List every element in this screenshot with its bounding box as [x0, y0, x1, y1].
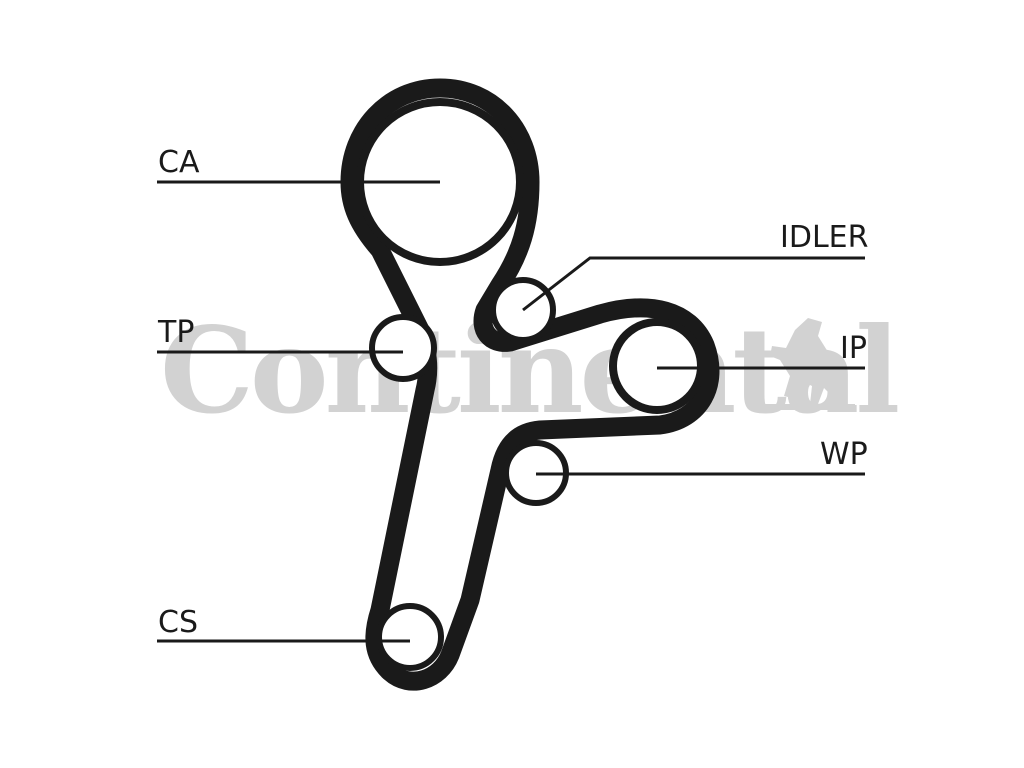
crankshaft-pulley [376, 603, 444, 671]
label-ca: CA [158, 145, 200, 180]
tensioner-pulley [369, 314, 437, 382]
label-wp: WP [820, 437, 868, 472]
leader-idler [522, 256, 865, 312]
horse-logo-icon [765, 318, 855, 410]
label-ip: IP [840, 331, 867, 366]
label-cs: CS [158, 605, 198, 640]
leader-lines [157, 180, 865, 643]
component-labels: CA IDLER TP IP WP CS [157, 145, 868, 640]
timing-belt [340, 78, 720, 691]
label-tp: TP [157, 315, 194, 350]
label-idler: IDLER [780, 220, 868, 255]
belt-outer-band [340, 78, 720, 691]
injection-pump-pulley [609, 318, 705, 414]
